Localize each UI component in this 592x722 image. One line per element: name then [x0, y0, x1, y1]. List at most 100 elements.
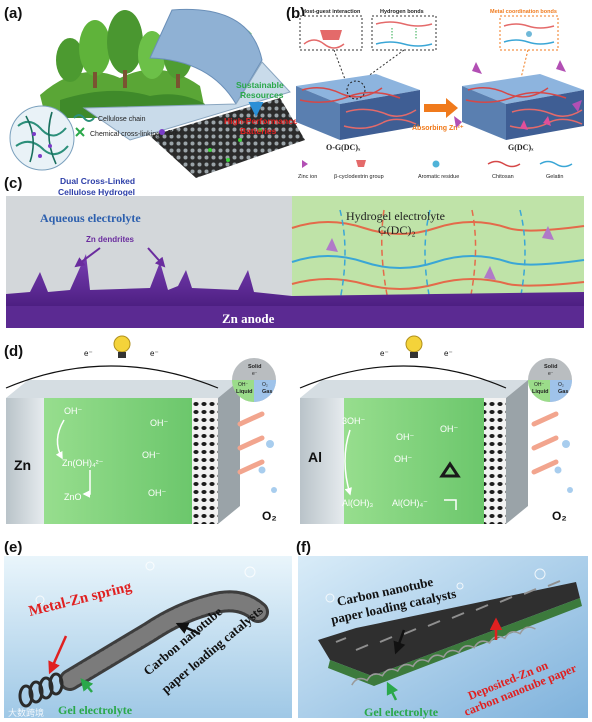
dendrite-arrow-right-icon	[147, 247, 166, 268]
panel-d-label: (d)	[4, 343, 23, 360]
panel-c: (c) Zn anode Aqueous electrolyte Zn dend…	[4, 175, 585, 328]
panel-e-label: (e)	[4, 539, 22, 556]
cube-left	[296, 74, 420, 140]
zn-anode-dendrites	[6, 254, 584, 306]
absorbing-label: Absorbing Zn²⁺	[412, 125, 464, 132]
oh-label-3: OH⁻	[142, 450, 161, 460]
al-oh4-label: Al(OH)₄⁻	[392, 498, 428, 508]
pie-solid: Solid	[248, 364, 261, 370]
host-guest-label: Host-guest interaction	[302, 9, 361, 15]
zno-label: ZnO	[64, 492, 82, 502]
gel-label: Gel electrolyte	[58, 703, 133, 717]
pie-gas: Gas	[262, 389, 272, 395]
pie-e-right: e⁻	[548, 371, 554, 377]
electrolyte-gel-right	[344, 398, 484, 524]
cube-right	[454, 60, 584, 140]
legend-gelatin: Gelatin	[546, 174, 563, 180]
electron-left-2: e⁻	[150, 349, 159, 358]
f-cnt-arrow-icon	[393, 629, 406, 655]
bulb-icon	[113, 335, 131, 353]
legend-aromatic: Aromatic residue	[418, 174, 459, 180]
oh-right-1: OH⁻	[396, 432, 415, 442]
pie-oh-right: OH⁻	[534, 382, 545, 388]
batteries-label: Batteries	[240, 126, 277, 136]
zn-air-cell: Zn OH⁻ Zn(OH)₄²⁻ ZnO OH⁻ OH⁻ OH⁻ e⁻ e⁻	[5, 335, 240, 524]
left-cube-name: O-G(DC)ₓ	[326, 143, 361, 152]
legend-zn: Zn²⁺	[168, 130, 183, 137]
watermark: 大数跨境	[8, 707, 44, 718]
metal-coord-label: Metal coordination bonds	[490, 9, 557, 15]
panel-a-label: (a)	[4, 5, 22, 22]
sustainable-label: Sustainable	[236, 80, 284, 90]
al-electrode	[300, 398, 344, 524]
oh-label-1: OH⁻	[64, 406, 83, 416]
o2-left: O₂	[262, 509, 277, 523]
legend-chain: Cellulose chain	[98, 116, 146, 123]
panel-b: (b) Host-guest interaction Hydrogen bond…	[286, 5, 584, 180]
oh-label-4: OH⁻	[148, 488, 167, 498]
electron-right-1: e⁻	[380, 349, 389, 358]
spring-arrow-icon	[48, 635, 68, 675]
chitosan-icon	[487, 160, 521, 168]
oh-label-2: OH⁻	[150, 418, 169, 428]
oh-right-2: OH⁻	[440, 424, 459, 434]
recycle-icon	[439, 461, 461, 478]
air-cathode-mesh-right	[484, 398, 506, 524]
dendrite-arrow-left-icon	[74, 247, 101, 268]
legend-zinc: Zinc ion	[298, 174, 317, 180]
zn-electrode	[6, 398, 44, 524]
f-gel-label: Gel electrolyte	[364, 705, 439, 719]
electrolyte-gel	[44, 398, 192, 524]
al-metal-label: Al	[308, 449, 322, 465]
electron-left-1: e⁻	[84, 349, 93, 358]
bulb-right-icon	[405, 335, 423, 353]
hydrogen-bonds-label: Hydrogen bonds	[380, 9, 424, 15]
pie-o2: O₂	[262, 382, 268, 388]
resources-label: Resources	[240, 90, 284, 100]
aromatic-icon	[432, 160, 440, 168]
battery-sheet	[150, 98, 305, 178]
legend-crosslink-icon	[75, 127, 85, 137]
legend-crosslink: Chemical cross-linking	[90, 131, 160, 138]
anode-label: Zn anode	[222, 311, 275, 326]
aqueous-label: Aqueous electrolyte	[40, 211, 141, 225]
pie-solid-right: Solid	[544, 364, 557, 370]
panel-f-label: (f)	[296, 539, 311, 556]
cyclodextrin-icon	[356, 160, 366, 167]
legend-zn-icon	[159, 129, 165, 135]
electron-right-2: e⁻	[444, 349, 453, 358]
pie-gas-right: Gas	[558, 389, 568, 395]
pie-o2-right: O₂	[558, 382, 564, 388]
panel-d: (d) Zn OH⁻ Zn(OH)₄²⁻ ZnO OH⁻ OH⁻ OH⁻ e⁻ …	[4, 335, 573, 524]
panel-f: (f) Carbon nanotube paper loading cataly…	[296, 539, 588, 719]
panel-c-label: (c)	[4, 175, 22, 192]
zn-anode-base	[6, 306, 584, 328]
three-oh-label: 3OH⁻	[342, 416, 366, 426]
legend-chitosan: Chitosan	[492, 174, 514, 180]
panel-e: (e) Metal-Zn spring Carbon nanotube pape…	[4, 539, 292, 718]
zn-metal-label: Zn	[14, 457, 31, 473]
hydrogel-label-1: Hydrogel electrolyte	[346, 209, 445, 223]
air-cathode-mesh	[192, 398, 218, 524]
hydrogel-label-1: Dual Cross-Linked	[60, 176, 135, 186]
hydrogel-label-2: G(DC)₂	[378, 223, 416, 237]
gelatin-icon	[539, 160, 573, 168]
legend-chain-icon	[73, 114, 95, 122]
high-perf-label: High-Performance	[224, 116, 298, 126]
tpb-pie-right: Solid e⁻ OH⁻ Liquid O₂ Gas	[528, 358, 572, 402]
right-cube-name: G(DC)ₓ	[508, 143, 534, 152]
hydrogel-inset	[9, 105, 75, 171]
pie-liquid: Liquid	[236, 389, 253, 395]
o2-right: O₂	[552, 509, 567, 523]
al-oh3-label: Al(OH)₃	[342, 498, 373, 508]
tpb-pie-left: Solid e⁻ OH⁻ Liquid O₂ Gas	[232, 358, 276, 402]
legend-cd: β-cyclodextrin group	[334, 174, 384, 180]
panel-a: (a) Cellulose	[4, 5, 305, 197]
f-gel-arrow-icon	[386, 681, 399, 701]
zn-oh4-label: Zn(OH)₄²⁻	[62, 458, 104, 468]
hydrogel-sheet	[149, 8, 263, 105]
gel-arrow-icon	[80, 678, 94, 693]
pie-oh: OH⁻	[238, 382, 249, 388]
zinc-ion-icon	[302, 160, 308, 168]
